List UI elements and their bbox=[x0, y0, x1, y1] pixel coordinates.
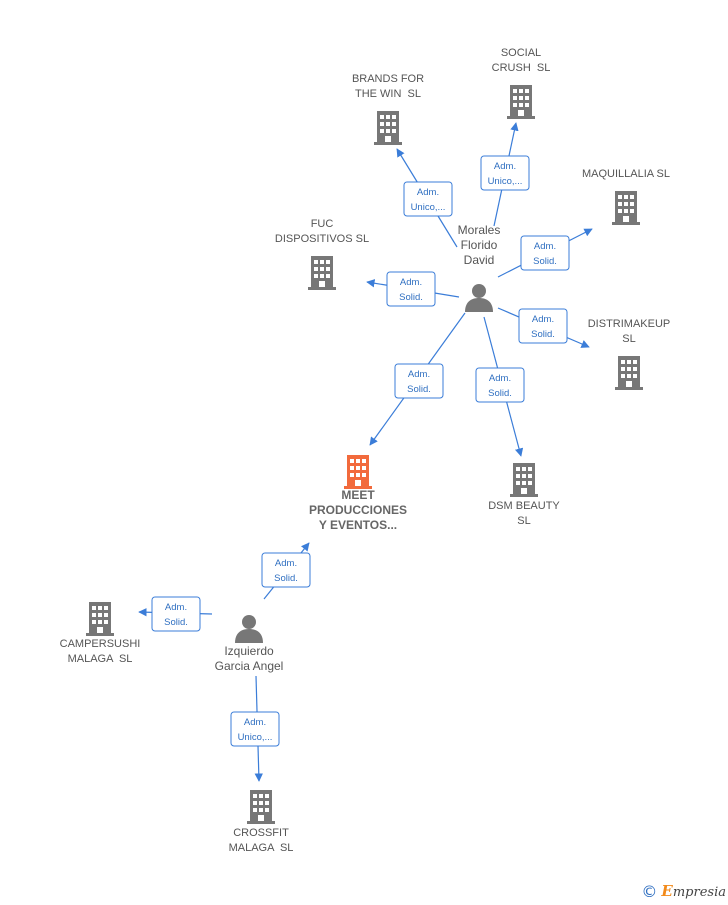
relation-label: Unico,... bbox=[411, 202, 446, 213]
relation-badge-izquierdo-to-meet[interactable]: Adm. Solid. bbox=[261, 552, 311, 588]
node-label: SL bbox=[517, 515, 530, 527]
node-label: CROSSFIT bbox=[233, 827, 289, 839]
node-dsm[interactable]: DSM BEAUTY SL bbox=[488, 463, 560, 527]
relation-box bbox=[520, 235, 570, 271]
person-icon bbox=[465, 284, 493, 312]
relation-label: Solid. bbox=[533, 256, 557, 267]
relation-box bbox=[151, 596, 201, 632]
relation-label: Solid. bbox=[407, 384, 431, 395]
relation-label: Solid. bbox=[399, 292, 423, 303]
node-label: Garcia Angel bbox=[215, 659, 284, 673]
relation-badge-morales-to-maquillalia[interactable]: Adm. Solid. bbox=[520, 235, 570, 271]
node-label: SL bbox=[622, 333, 635, 345]
relation-badge-morales-to-distrimakeup[interactable]: Adm. Solid. bbox=[518, 308, 568, 344]
relation-label: Adm. bbox=[244, 717, 266, 728]
relation-box bbox=[518, 308, 568, 344]
relation-label: Adm. bbox=[417, 187, 439, 198]
relation-label: Adm. bbox=[532, 314, 554, 325]
building-icon bbox=[247, 790, 275, 824]
node-label: DISPOSITIVOS SL bbox=[275, 233, 369, 245]
relation-badge-morales-to-brands[interactable]: Adm. Unico,... bbox=[403, 181, 453, 217]
relation-badge-morales-to-dsm[interactable]: Adm. Solid. bbox=[475, 367, 525, 403]
relation-box bbox=[475, 367, 525, 403]
building-icon bbox=[344, 455, 372, 489]
building-icon bbox=[615, 356, 643, 390]
relation-label: Unico,... bbox=[488, 176, 523, 187]
node-label: BRANDS FOR bbox=[352, 73, 424, 85]
brand-logo: Empresia bbox=[661, 882, 726, 900]
node-label: THE WIN SL bbox=[355, 88, 421, 100]
node-label: CRUSH SL bbox=[492, 62, 551, 74]
node-label: Y EVENTOS... bbox=[319, 518, 397, 532]
building-icon bbox=[612, 191, 640, 225]
node-crossfit[interactable]: CROSSFIT MALAGA SL bbox=[229, 790, 294, 854]
node-label: CAMPERSUSHI bbox=[60, 638, 141, 650]
node-label: DISTRIMAKEUP bbox=[588, 318, 671, 330]
node-distrimakeup[interactable]: DISTRIMAKEUP SL bbox=[588, 318, 671, 390]
relation-label: Unico,... bbox=[238, 732, 273, 743]
relation-box bbox=[261, 552, 311, 588]
person-icon bbox=[235, 615, 263, 643]
node-label: DSM BEAUTY bbox=[488, 500, 560, 512]
node-label: SOCIAL bbox=[501, 47, 541, 59]
relation-box bbox=[386, 271, 436, 307]
copyright-icon: © bbox=[641, 881, 658, 901]
node-label: MALAGA SL bbox=[68, 653, 133, 665]
node-label: FUC bbox=[311, 218, 334, 230]
node-label: MAQUILLALIA SL bbox=[582, 168, 670, 180]
building-icon bbox=[86, 602, 114, 636]
relation-label: Adm. bbox=[400, 277, 422, 288]
building-icon bbox=[374, 111, 402, 145]
relation-label: Adm. bbox=[489, 373, 511, 384]
relation-badge-morales-to-meet[interactable]: Adm. Solid. bbox=[394, 363, 444, 399]
relation-badge-morales-to-social[interactable]: Adm. Unico,... bbox=[480, 155, 530, 191]
node-fuc[interactable]: FUC DISPOSITIVOS SL bbox=[275, 218, 369, 290]
relation-label: Adm. bbox=[534, 241, 556, 252]
relation-label: Adm. bbox=[165, 602, 187, 613]
relation-badge-izquierdo-to-campersushi[interactable]: Adm. Solid. bbox=[151, 596, 201, 632]
footer-brand: © Empresia bbox=[641, 881, 726, 901]
node-label: Morales bbox=[458, 223, 501, 237]
relation-box bbox=[230, 711, 280, 747]
relation-box bbox=[403, 181, 453, 217]
node-label: Izquierdo bbox=[224, 644, 274, 658]
node-label: Florido bbox=[461, 238, 498, 252]
relation-label: Adm. bbox=[275, 558, 297, 569]
node-maquillalia[interactable]: MAQUILLALIA SL bbox=[582, 168, 670, 225]
relation-label: Solid. bbox=[164, 617, 188, 628]
relation-badge-izquierdo-to-crossfit[interactable]: Adm. Unico,... bbox=[230, 711, 280, 747]
relation-label: Solid. bbox=[531, 329, 555, 340]
node-label: MALAGA SL bbox=[229, 842, 294, 854]
node-label: MEET bbox=[341, 488, 375, 502]
building-icon bbox=[510, 463, 538, 497]
relation-label: Adm. bbox=[408, 369, 430, 380]
relation-badge-morales-to-fuc[interactable]: Adm. Solid. bbox=[386, 271, 436, 307]
relation-label: Solid. bbox=[488, 388, 512, 399]
node-campersushi[interactable]: CAMPERSUSHI MALAGA SL bbox=[60, 602, 141, 665]
node-social[interactable]: SOCIAL CRUSH SL bbox=[492, 47, 551, 119]
relation-label: Solid. bbox=[274, 573, 298, 584]
node-brands[interactable]: BRANDS FOR THE WIN SL bbox=[352, 73, 424, 145]
relation-label: Adm. bbox=[494, 161, 516, 172]
building-icon bbox=[507, 85, 535, 119]
relation-box bbox=[394, 363, 444, 399]
building-icon bbox=[308, 256, 336, 290]
node-label: David bbox=[464, 253, 495, 267]
relation-box bbox=[480, 155, 530, 191]
node-label: PRODUCCIONES bbox=[309, 503, 407, 517]
